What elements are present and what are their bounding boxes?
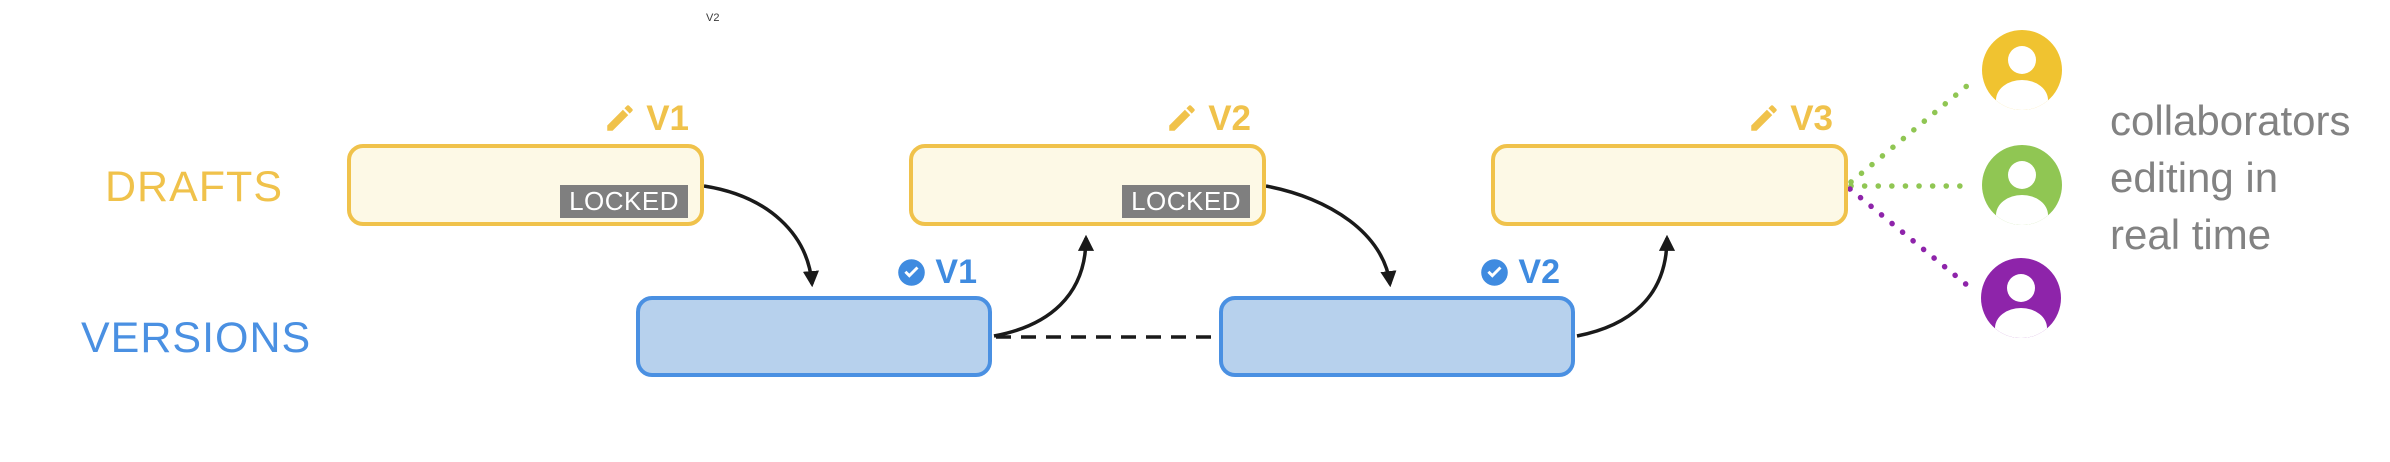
arrow-version-v2-to-draft-v3 — [1576, 234, 1676, 338]
draft-version-text: V1 — [646, 98, 689, 138]
draft-label-v1: V1 — [603, 99, 689, 137]
version-version-text: V2 — [1518, 253, 1560, 291]
draft-box-v3 — [1491, 144, 1848, 226]
version-box-v1 — [636, 296, 992, 377]
versions-row-label: VERSIONS — [81, 314, 312, 362]
pencil-icon — [1751, 105, 1777, 131]
arrow-version-v1-to-draft-v2 — [993, 234, 1095, 338]
draft-label-v2: V2 — [1165, 99, 1251, 137]
dotted-link-draft-v3-to-collaborator-yellow — [1848, 77, 1977, 185]
draft-version-text: V3 — [1790, 98, 1833, 138]
collaborators-caption-line: collaborators — [2110, 97, 2351, 144]
draft-version-text: V2 — [1208, 98, 1251, 138]
collaborator-avatar-yellow person-circle-icon — [1982, 30, 2062, 110]
pencil-icon — [1169, 105, 1195, 131]
version-box-v2 — [1219, 296, 1575, 377]
stray-version-label: V2 — [706, 12, 720, 24]
collaborator-avatar-green person-circle-icon — [1982, 145, 2062, 225]
pencil-icon — [607, 105, 633, 131]
check-circle-icon — [898, 258, 926, 286]
collaborators-caption-line: real time — [2110, 211, 2272, 258]
collaborators-caption-line: editing in — [2110, 154, 2279, 201]
dotted-link-draft-v3-to-collaborator-purple — [1847, 186, 1976, 293]
arrow-draft-v1-to-version-v1 — [703, 184, 819, 288]
drafts-row-label: DRAFTS — [105, 163, 283, 211]
collaborator-avatar-purple person-circle-icon — [1981, 258, 2061, 338]
arrow-draft-v2-to-version-v2 — [1265, 184, 1397, 288]
version-label-v1: V1 — [897, 253, 977, 291]
check-circle-icon — [1481, 258, 1509, 286]
version-version-text: V1 — [935, 253, 977, 291]
version-label-v2: V2 — [1480, 253, 1560, 291]
draft-label-v3: V3 — [1747, 99, 1833, 137]
locked-badge: LOCKED — [560, 185, 688, 218]
locked-badge: LOCKED — [1122, 185, 1250, 218]
